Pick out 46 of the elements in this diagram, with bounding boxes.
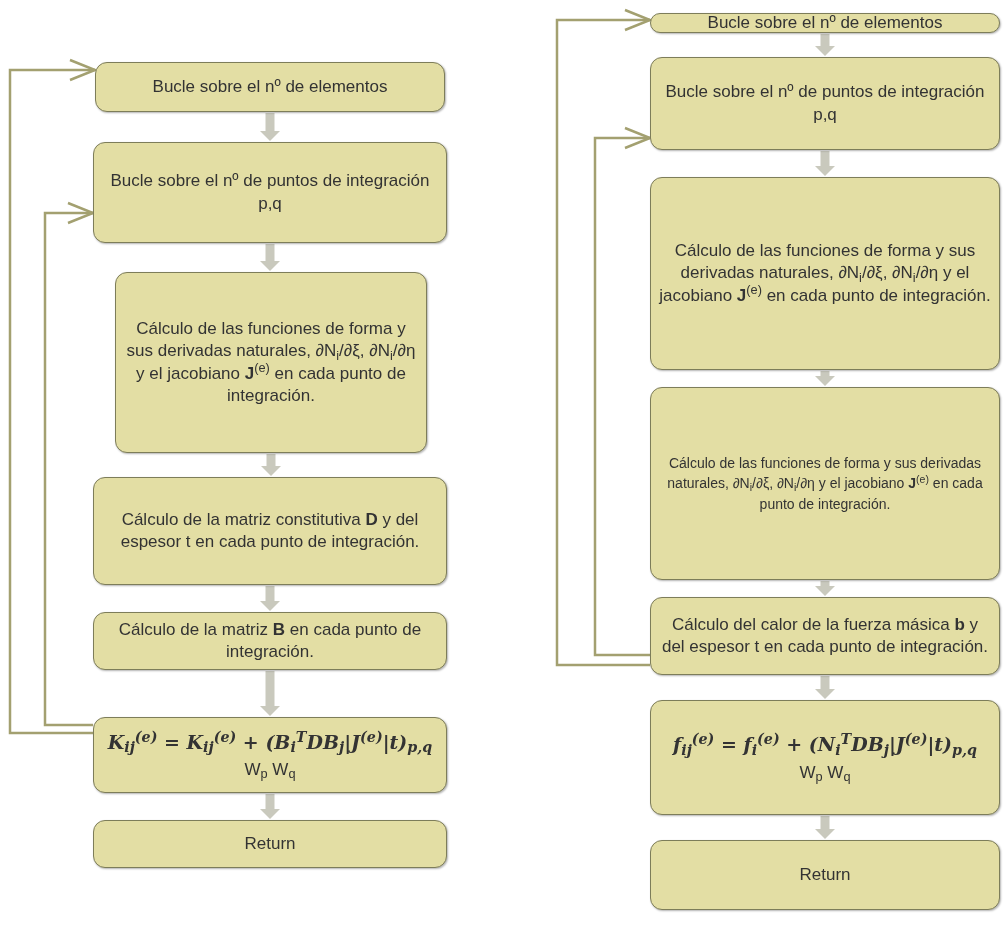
arrow bbox=[815, 676, 835, 699]
process-box bbox=[95, 62, 445, 112]
process-box bbox=[650, 13, 1000, 33]
box-text: Cálculo de las funciones de forma y sus derivadas naturales, ∂N$_{i}$/∂ξ, ∂N$_{i}$/∂η y el jacobiano J$^{(e)}$ en cada punto de integración. bbox=[125, 318, 417, 407]
box-text: Return bbox=[799, 863, 851, 886]
process-box bbox=[650, 177, 1000, 370]
arrow bbox=[815, 581, 835, 596]
process-box bbox=[650, 597, 1000, 675]
arrow bbox=[8, 58, 97, 735]
box-text: Cálculo de las funciones de forma y sus derivadas naturales, ∂N$_{i}$/∂ξ, ∂N$_{i}$/∂η y el jacobiano J$^{(e)}$ en cada punto de integración. bbox=[659, 240, 991, 307]
arrow bbox=[815, 34, 835, 56]
process-box bbox=[93, 477, 447, 585]
arrow bbox=[593, 126, 652, 657]
process-box bbox=[650, 57, 1000, 150]
box-text: Return bbox=[244, 832, 296, 855]
process-box bbox=[93, 612, 447, 670]
box-text: Cálculo del calor de la fuerza másica b y del espesor t en cada punto de integración. bbox=[660, 613, 990, 658]
process-box bbox=[650, 700, 1000, 815]
arrow bbox=[815, 371, 835, 386]
formula: f$_{ij}$$^{(e)}$ = f$_{i}$$^{(e)}$ + (N$_{i}$$^{T}$DB$_{j}$|J$^{(e)}$|t)$_{p,q}$ bbox=[673, 731, 977, 758]
arrow bbox=[815, 151, 835, 176]
process-box bbox=[115, 272, 427, 453]
arrow bbox=[43, 201, 95, 727]
box-text: Cálculo de la matriz B en cada punto de integración. bbox=[117, 618, 423, 663]
arrow bbox=[260, 794, 280, 819]
arrow bbox=[260, 244, 280, 271]
box-text: Bucle sobre el nº de elementos bbox=[707, 11, 943, 34]
arrow bbox=[815, 816, 835, 839]
box-text: Bucle sobre el nº de puntos de integración p,q bbox=[664, 81, 986, 126]
arrow bbox=[260, 586, 280, 611]
process-box bbox=[93, 717, 447, 793]
arrow bbox=[260, 113, 280, 141]
box-text: W$_{p}$ W$_{q}$ bbox=[244, 759, 296, 782]
box-text: W$_{p}$ W$_{q}$ bbox=[799, 761, 851, 784]
arrow bbox=[260, 671, 280, 716]
box-text: Bucle sobre el nº de elementos bbox=[152, 75, 388, 98]
arrow bbox=[261, 454, 281, 476]
box-text: Cálculo de la matriz constitutiva D y del espesor t en cada punto de integración. bbox=[119, 508, 421, 553]
process-box bbox=[93, 142, 447, 243]
process-box bbox=[650, 387, 1000, 580]
process-box bbox=[650, 840, 1000, 910]
box-text: Bucle sobre el nº de puntos de integración p,q bbox=[109, 170, 431, 215]
formula: K$_{ij}$$^{(e)}$ = K$_{ij}$$^{(e)}$ + (B$_{i}$$^{T}$DB$_{j}$|J$^{(e)}$|t)$_{p,q}$ bbox=[107, 728, 433, 756]
box-text: Cálculo de las funciones de forma y sus derivadas naturales, ∂N$_{i}$/∂ξ, ∂N$_{i}$/∂η y el jacobiano J$^{(e)}$ en cada punto de integración. bbox=[666, 454, 984, 514]
arrow bbox=[555, 8, 652, 667]
process-box bbox=[93, 820, 447, 868]
